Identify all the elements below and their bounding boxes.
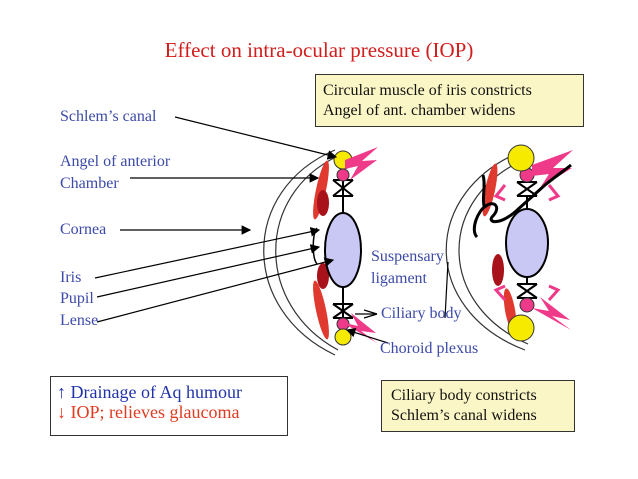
label-cornea: Cornea [60,221,107,238]
right-ciliary-muscle-top [482,163,498,217]
right-choroid-bottom [507,314,535,342]
left-ciliary-muscle-top [313,160,329,220]
right-lens [505,208,549,278]
box-bottom-right-line2: Schlem’s canal widens [391,407,537,424]
right-cornea-outer [445,149,526,351]
left-ciliary-muscle-bottom [313,280,329,340]
box-top-line1: Circular muscle of iris constricts [323,82,532,99]
left-bracket [312,227,318,265]
box-top-line2: Angel of ant. chamber widens [323,102,516,119]
left-iris-bottom [317,263,329,289]
label-pupil: Pupil [60,290,94,307]
right-drain-curve [472,163,572,239]
left-eye [263,147,378,356]
label-angel-anterior-line1: Angel of anterior [60,153,171,170]
box-bottom-right-line1: Ciliary body constricts [391,387,537,404]
box-drainage-line1: ↑ Drainage of Aq humour [57,382,242,402]
left-lightning-bottom [345,313,377,343]
label-lense: Lense [60,312,99,329]
right-eye [445,144,573,351]
left-choroid-bottom [334,328,352,346]
label-iris: Iris [60,269,82,286]
left-lens [324,212,362,288]
right-choroid-top [507,144,535,172]
label-schlems-canal: Schlem’s canal [60,108,157,125]
box-drainage: ↑ Drainage of Aq humour ↓ IOP; relieves … [50,376,288,436]
diagram-title: Effect on intra-ocular pressure (IOP) [164,38,474,62]
left-iris-top [317,190,329,216]
label-ciliary-body: Ciliary body [381,305,462,322]
box-iris-constricts: Circular muscle of iris constricts Angel… [315,74,584,127]
label-suspensary-line1: Suspensary [371,248,444,265]
cornea-outer-arc [263,149,336,356]
box-drainage-line2: ↓ IOP; relieves glaucoma [57,402,240,422]
left-lightning-top [345,147,378,180]
label-choroid-plexus: Choroid plexus [380,340,479,357]
left-ciliary-top [336,168,350,182]
label-angel-anterior-line2: Chamber [60,175,119,192]
box-ciliary-constricts: Ciliary body constricts Schlem’s canal w… [381,380,575,432]
right-ciliary-muscle-bottom [492,254,504,286]
label-suspensary-line2: ligament [371,270,427,287]
